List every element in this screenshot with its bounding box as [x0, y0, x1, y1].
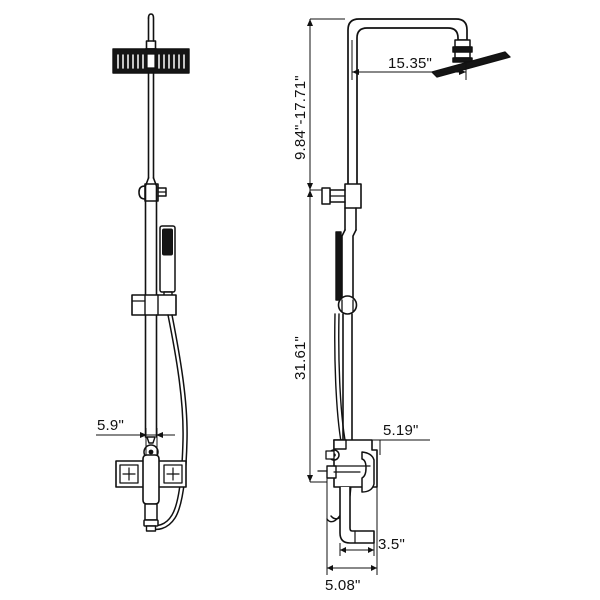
- slide-bar-width-dimension: [96, 428, 175, 455]
- handheld-holder: [131, 294, 177, 316]
- slide-bar-width-label: 5.9": [97, 417, 124, 434]
- mixer-valve-body: [115, 436, 187, 532]
- rain-shower-head: [112, 48, 190, 74]
- shower-arm-reach-label: 15.35": [388, 55, 432, 72]
- valve-depth-label: 5.08": [325, 577, 361, 594]
- valve-handle: [361, 451, 375, 493]
- riser-pipe-lower: [144, 72, 158, 301]
- overall-height-dimension: [307, 190, 327, 483]
- tub-spout: [339, 486, 375, 544]
- valve-depth-dimension: [326, 478, 378, 575]
- front-elevation-view: [112, 13, 190, 532]
- riser-pipe-bottom: [144, 314, 158, 438]
- spout-depth-label: 3.5": [378, 536, 405, 553]
- handheld-shower: [159, 225, 176, 299]
- diverter-knob: [325, 449, 340, 461]
- shower-arm-reach-dimension: [351, 40, 467, 80]
- riser-pipe-side-lower: [342, 313, 353, 441]
- riser-height-range-label: 9.84"-17.71": [292, 75, 309, 160]
- overall-height-label: 31.61": [292, 336, 309, 380]
- valve-projection-dimension: [333, 439, 430, 455]
- valve-projection-label: 5.19": [383, 422, 419, 439]
- handheld-shower: [335, 231, 342, 301]
- riser-pipe-side: [341, 207, 357, 301]
- rain-shower-head: [431, 51, 511, 78]
- riser-height-range-dimension: [307, 18, 345, 191]
- spout-depth-dimension: [339, 543, 375, 556]
- rain-shower-head-mount: [452, 39, 473, 63]
- wall-escutcheon-upper: [321, 183, 362, 209]
- handheld-holder: [337, 295, 358, 315]
- slide-bar-bracket-upper: [138, 183, 167, 202]
